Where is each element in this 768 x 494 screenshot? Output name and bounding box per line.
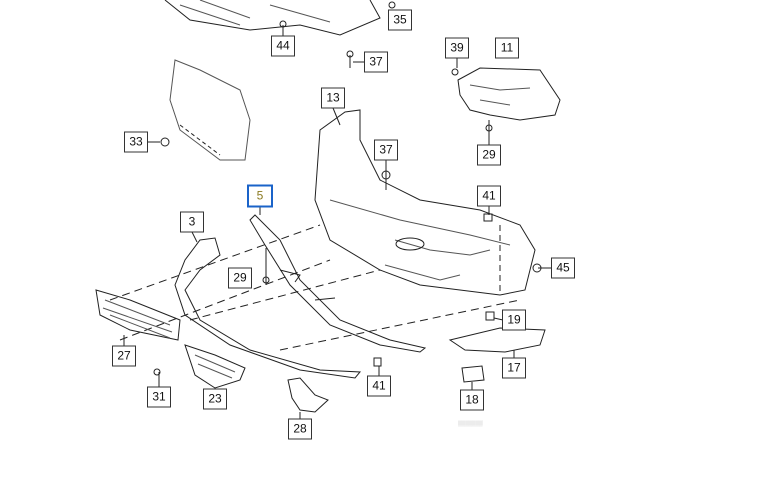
callout-29b[interactable]: 29 <box>228 267 252 289</box>
bracket-part <box>457 67 561 121</box>
callout-29[interactable]: 29 <box>477 144 501 166</box>
callout-31[interactable]: 31 <box>147 386 171 408</box>
callout-13[interactable]: 13 <box>321 87 345 109</box>
callout-41b[interactable]: 41 <box>367 375 391 397</box>
watermark: ▒▒▒▒▒▒▒ <box>458 420 483 427</box>
upper-carrier-part <box>164 0 381 36</box>
bracket-28-part <box>287 377 329 413</box>
callout-23[interactable]: 23 <box>203 388 227 410</box>
callout-27[interactable]: 27 <box>112 345 136 367</box>
grille-part <box>95 289 181 341</box>
callout-35[interactable]: 35 <box>388 9 412 31</box>
callout-5-selected[interactable]: 5 <box>247 184 273 208</box>
reflector-part <box>448 327 546 353</box>
callout-3[interactable]: 3 <box>180 211 204 233</box>
callout-37b[interactable]: 37 <box>374 139 398 161</box>
callout-28[interactable]: 28 <box>288 418 312 440</box>
bumper-cover-part <box>314 109 536 296</box>
side-grille-part <box>184 344 246 389</box>
callout-17[interactable]: 17 <box>502 357 526 379</box>
callout-44[interactable]: 44 <box>271 35 295 57</box>
lower-trim-part <box>174 237 362 379</box>
callout-37[interactable]: 37 <box>364 51 388 73</box>
callout-41[interactable]: 41 <box>477 185 501 207</box>
cap-part <box>461 365 485 383</box>
callout-39[interactable]: 39 <box>445 37 469 59</box>
trim-strip-part <box>249 214 427 353</box>
callout-19[interactable]: 19 <box>502 309 526 331</box>
callout-33[interactable]: 33 <box>124 131 148 153</box>
callout-45[interactable]: 45 <box>551 257 575 279</box>
callout-11[interactable]: 11 <box>495 37 519 59</box>
callout-18[interactable]: 18 <box>460 389 484 411</box>
